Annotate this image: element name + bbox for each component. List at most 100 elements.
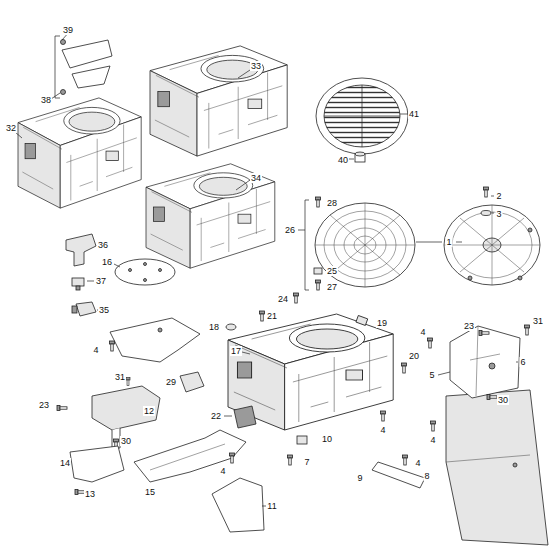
part-outline	[144, 263, 147, 266]
part-outline	[400, 114, 408, 115]
part-outline	[356, 315, 368, 325]
callout-number: 39	[62, 25, 74, 35]
part-outline	[76, 286, 80, 290]
part-outline	[226, 324, 236, 330]
callout-number: 35	[98, 305, 110, 315]
part-outline	[403, 455, 408, 465]
part-outline	[446, 455, 530, 462]
part-outline	[61, 90, 66, 95]
part-outline	[76, 302, 96, 316]
part-outline	[57, 406, 67, 411]
part-outline	[72, 66, 110, 88]
part-outline	[316, 197, 321, 207]
callout-number: 34	[250, 173, 262, 183]
part-outline	[315, 203, 415, 287]
part-outline	[126, 378, 130, 386]
part-outline	[349, 159, 354, 160]
bracket	[70, 446, 124, 482]
part-outline	[150, 444, 225, 470]
part-outline	[381, 411, 386, 421]
part-outline	[402, 363, 407, 373]
part-outline	[158, 328, 162, 332]
part-outline	[126, 378, 130, 386]
callout-number: 27	[326, 282, 338, 292]
part-outline	[159, 269, 162, 272]
part-outline	[110, 341, 115, 351]
part-outline	[355, 152, 365, 156]
part-outline	[316, 280, 321, 290]
part-outline	[528, 228, 532, 232]
callout-number: 4	[419, 327, 426, 337]
blower-housing	[146, 164, 275, 268]
part-outline	[431, 421, 436, 431]
part-outline	[55, 36, 60, 98]
part-outline	[144, 279, 147, 282]
part-outline	[444, 205, 540, 285]
part-outline	[381, 411, 386, 421]
fan	[444, 205, 540, 285]
part-outline	[72, 306, 77, 313]
part-outline	[324, 85, 400, 147]
bracket	[66, 234, 96, 266]
part-outline	[228, 314, 393, 430]
callout-number: 15	[144, 487, 156, 497]
callout-number: 28	[326, 198, 338, 208]
part-outline	[487, 395, 497, 400]
part-outline	[129, 269, 132, 272]
part-outline	[315, 203, 415, 287]
part-outline	[403, 455, 408, 465]
callout-number: 30	[497, 395, 509, 405]
callout-number: 29	[165, 377, 177, 387]
part-outline	[112, 428, 120, 448]
part-outline	[260, 311, 265, 321]
blower-housing	[228, 314, 393, 430]
callout-number: 36	[97, 240, 109, 250]
callout-number: 24	[277, 294, 289, 304]
part-outline	[470, 326, 500, 396]
part-outline	[297, 436, 307, 444]
callout-number: 30	[120, 436, 132, 446]
part-outline	[230, 453, 235, 463]
part-outline	[146, 164, 275, 268]
part-outline	[288, 455, 293, 465]
rotating-screen	[316, 78, 408, 154]
part-outline	[57, 406, 67, 411]
part-outline	[224, 416, 232, 417]
callout-number: 33	[250, 61, 262, 71]
part-outline	[61, 40, 66, 45]
part-outline	[260, 311, 265, 321]
part-outline	[402, 363, 407, 373]
part-outline	[230, 453, 235, 463]
baffle-plate	[114, 259, 175, 285]
part-outline	[484, 187, 489, 197]
part-outline	[324, 85, 400, 147]
part-outline	[479, 331, 489, 336]
callout-number: 7	[303, 457, 310, 467]
deflector-plates	[51, 31, 112, 99]
callout-number: 12	[143, 406, 155, 416]
callout-number: 9	[356, 473, 363, 483]
callout-number: 14	[59, 458, 71, 468]
part-outline	[428, 338, 433, 348]
part-outline	[444, 205, 540, 285]
callout-number: 19	[376, 318, 388, 328]
part-outline	[18, 98, 141, 208]
bolt	[484, 187, 489, 197]
callout-number: 3	[495, 209, 502, 219]
part-outline	[242, 352, 250, 354]
part-outline	[15, 70, 250, 190]
callout-number: 20	[408, 351, 420, 361]
part-outline	[513, 463, 517, 467]
screen-spacer	[349, 152, 365, 162]
callout-number: 31	[114, 372, 126, 382]
callout-number: 38	[40, 95, 52, 105]
part-outline	[431, 421, 436, 431]
part-outline	[525, 325, 530, 335]
callout-number: 23	[38, 400, 50, 410]
bracket	[212, 478, 264, 532]
blower-housing	[150, 46, 287, 156]
part-outline	[316, 280, 321, 290]
callout-number: 4	[414, 458, 421, 468]
callout-number: 31	[532, 316, 544, 326]
